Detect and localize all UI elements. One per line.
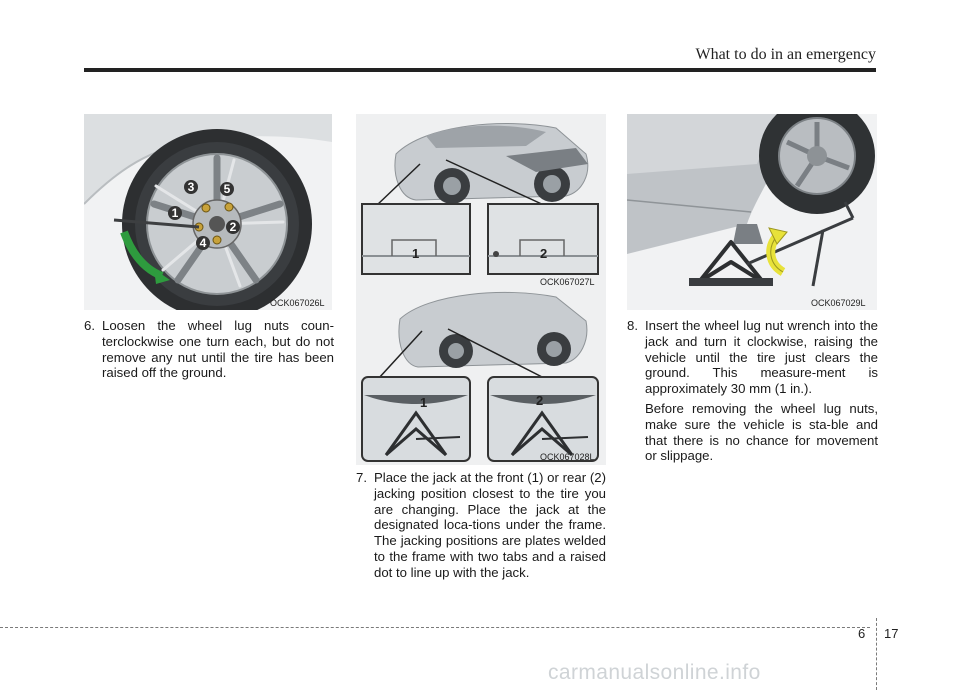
figure-code-3: OCK067028L — [540, 452, 595, 462]
step-8-text: Insert the wheel lug nut wrench into the… — [645, 318, 878, 397]
callout-2: 2 — [226, 220, 240, 234]
step-7-text: Place the jack at the front (1) or rear … — [374, 470, 606, 580]
callout-1: 1 — [168, 206, 182, 220]
step-6-text: Loosen the wheel lug nuts coun-terclockw… — [102, 318, 334, 381]
callout-4: 4 — [196, 236, 210, 250]
step-6-number: 6. — [84, 318, 95, 333]
step-6: 6. Loosen the wheel lug nuts coun-terclo… — [84, 318, 334, 381]
jack-placement-figure: 1 2 — [356, 289, 606, 465]
step-8-note: Before removing the wheel lug nuts, make… — [645, 400, 878, 464]
figure-code-1: OCK067026L — [270, 298, 325, 308]
page-number: 17 — [884, 626, 899, 641]
step-7: 7. Place the jack at the front (1) or re… — [356, 470, 606, 581]
chapter-number: 6 — [858, 626, 866, 641]
jack-point-2-callout: 2 — [540, 246, 548, 261]
wheel-lug-nut-figure: 3 5 1 2 4 — [84, 114, 332, 310]
step-7-number: 7. — [356, 470, 367, 485]
step-8: 8. Insert the wheel lug nut wrench into … — [627, 318, 878, 464]
jack-front-callout: 1 — [420, 395, 428, 410]
footer-vertical-rule — [876, 618, 877, 690]
footer-dashed-rule — [0, 627, 870, 628]
jacking-position-figure: 1 2 — [356, 114, 606, 290]
figure-code-4: OCK067029L — [811, 298, 866, 308]
callout-5: 5 — [220, 182, 234, 196]
watermark-text: carmanualsonline.info — [548, 661, 761, 684]
header-rule — [84, 68, 876, 72]
jack-raising-figure — [627, 114, 877, 310]
step-8-number: 8. — [627, 318, 638, 333]
callout-3: 3 — [184, 180, 198, 194]
figure-code-2: OCK067027L — [540, 277, 595, 287]
section-header-title: What to do in an emergency — [695, 46, 876, 63]
jack-rear-callout: 2 — [536, 393, 544, 408]
jack-point-1-callout: 1 — [412, 246, 420, 261]
